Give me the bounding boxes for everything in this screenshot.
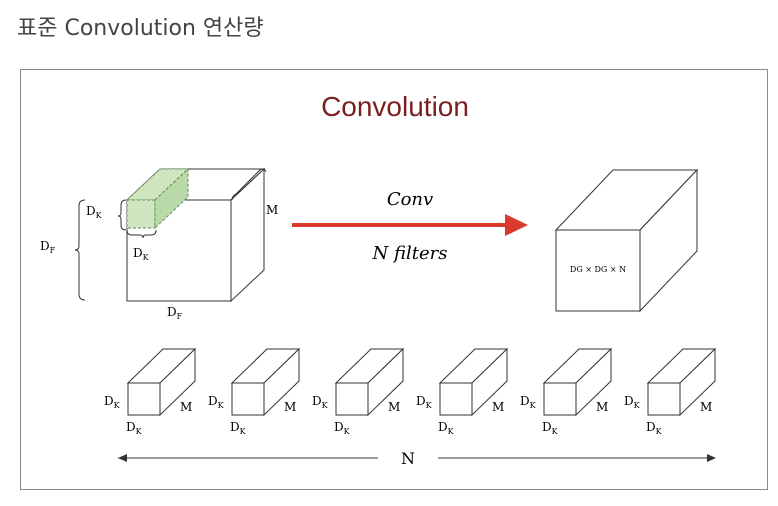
kernel-window (125, 167, 190, 230)
arrow-top-label: Conv (387, 189, 433, 210)
input-width-label: DF (167, 305, 183, 321)
n-arrowhead-right (707, 454, 716, 462)
filter-depth-label: M (596, 400, 608, 414)
filter-4: DK DK M (416, 347, 509, 436)
filter-6: DK DK M (624, 347, 717, 436)
conv-arrow-head (505, 214, 528, 236)
input-height-label: DF (40, 239, 56, 255)
filter-height-label: DK (416, 394, 433, 410)
filter-width-label: DK (542, 420, 559, 436)
filter-front-face (543, 382, 577, 416)
filter-side-face (575, 347, 612, 417)
filter-width-label: DK (334, 420, 351, 436)
filter-side-face (471, 347, 508, 417)
kernel-width-label: DK (133, 246, 150, 262)
filter-width-label: DK (126, 420, 143, 436)
filter-side-face (159, 347, 196, 417)
filter-height-label: DK (104, 394, 121, 410)
filter-height-label: DK (208, 394, 225, 410)
filter-width-label: DK (438, 420, 455, 436)
kernel-height-label: DK (86, 204, 103, 220)
filter-side-face (679, 347, 716, 417)
filter-side-face (263, 347, 300, 417)
output-size-label: DG × DG × N (570, 265, 626, 274)
kernel-height-bracket (117, 199, 127, 231)
filter-front-face (335, 382, 369, 416)
filter-front-face (231, 382, 265, 416)
n-arrowhead-left (118, 454, 127, 462)
filter-depth-label: M (388, 400, 400, 414)
filter-side-face (367, 347, 404, 417)
depth-bracket (231, 168, 267, 201)
filter-height-label: DK (520, 394, 537, 410)
filter-1: DK DK M (104, 347, 197, 436)
filter-count-label: N (401, 449, 415, 468)
filter-height-label: DK (624, 394, 641, 410)
filter-depth-label: M (700, 400, 712, 414)
page-heading: 표준 Convolution 연산량 (17, 16, 264, 41)
arrow-bottom-label: N filters (372, 243, 448, 264)
filter-depth-label: M (492, 400, 504, 414)
filter-5: DK DK M (520, 347, 613, 436)
kernel-width-bracket (126, 229, 157, 239)
input-depth-label: M (266, 203, 278, 217)
filter-height-label: DK (312, 394, 329, 410)
filter-front-face (647, 382, 681, 416)
filter-front-face (439, 382, 473, 416)
filter-depth-label: M (284, 400, 296, 414)
diagram-title: Convolution (321, 91, 469, 122)
height-bracket (74, 199, 86, 301)
filter-depth-label: M (180, 400, 192, 414)
filter-3: DK DK M (312, 347, 405, 436)
filter-width-label: DK (230, 420, 247, 436)
output-volume (554, 168, 699, 313)
filters-row: DK DK M DK DK M DK DK M DK DK M DK DK M DK DK M (104, 347, 717, 436)
filter-front-face (127, 382, 161, 416)
filter-2: DK DK M (208, 347, 301, 436)
filter-width-label: DK (646, 420, 663, 436)
